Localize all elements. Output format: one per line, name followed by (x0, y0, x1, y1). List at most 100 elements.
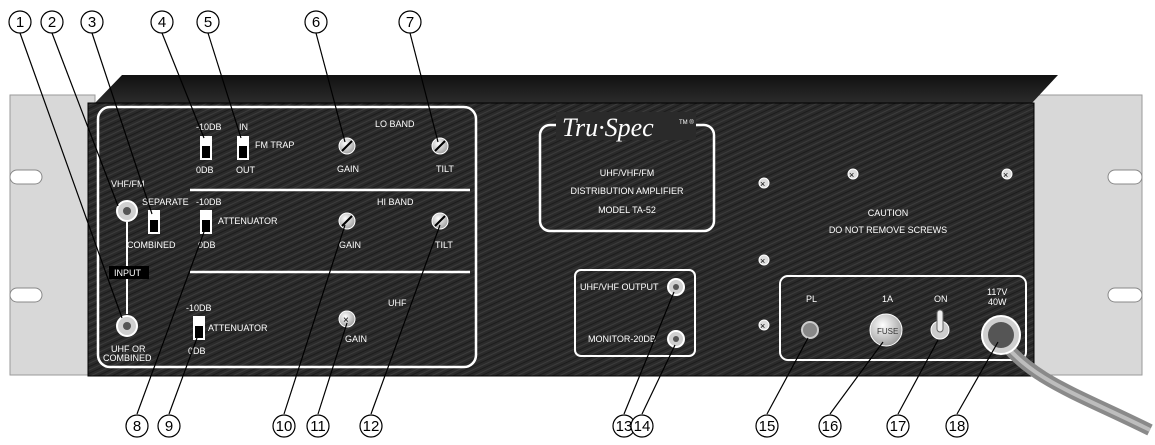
model-line3: MODEL TA-52 (598, 205, 656, 215)
power-cord (981, 315, 1153, 436)
monitor-label: MONITOR-20DB (588, 334, 656, 344)
gain-panel-frame (96, 105, 478, 369)
input-tag (109, 266, 149, 279)
svg-text:13: 13 (616, 418, 633, 435)
lo-trap-bottom: OUT (236, 165, 256, 175)
lo-gain-knob[interactable] (338, 137, 356, 155)
right-rack-ear (1029, 94, 1143, 376)
uhf-or-label: UHF OR (111, 344, 146, 354)
svg-text:×: × (343, 315, 349, 326)
uhf-atten-bottom: 0DB (188, 346, 206, 356)
screw-icon: × (758, 177, 770, 189)
uhf-atten-switch[interactable] (193, 316, 205, 340)
hi-atten-switch[interactable] (200, 210, 212, 234)
uhf-combined-connector[interactable] (116, 315, 138, 337)
svg-text:18: 18 (949, 418, 966, 435)
svg-text:×: × (849, 170, 854, 180)
caution-line2: DO NOT REMOVE SCREWS (829, 225, 947, 235)
brand-mark: TM ® (679, 119, 694, 126)
svg-text:11: 11 (310, 418, 326, 435)
left-rack-ear (9, 94, 96, 376)
fuse-holder[interactable] (869, 313, 903, 347)
hi-gain-knob[interactable] (338, 212, 356, 230)
callout-9: 9 (157, 414, 181, 438)
callout-15: 15 (755, 414, 779, 438)
uhf-gain-knob[interactable]: × (338, 310, 356, 328)
callout-16: 16 (818, 414, 842, 438)
svg-text:9: 9 (165, 418, 173, 435)
pilot-light (801, 321, 819, 339)
svg-text:12: 12 (363, 418, 380, 435)
svg-text:×: × (760, 179, 765, 189)
lo-atten-switch[interactable] (200, 136, 212, 160)
combined2-label: COMBINED (103, 353, 152, 363)
caution-line1: CAUTION (868, 208, 909, 218)
callout-17: 17 (886, 414, 910, 438)
hi-tilt-knob[interactable] (431, 212, 449, 230)
uhf-vhf-output-label: UHF/VHF OUTPUT (580, 282, 659, 292)
svg-text:6: 6 (312, 14, 320, 31)
svg-text:17: 17 (890, 418, 907, 435)
brand-logo: Tru·Spec (562, 113, 654, 142)
hi-atten-bottom: 0DB (198, 240, 216, 250)
svg-text:16: 16 (822, 418, 839, 435)
callout-13: 13 (612, 414, 636, 438)
uhf-atten-label: ATTENUATOR (208, 323, 268, 333)
hi-atten-top: -10DB (196, 197, 222, 207)
brand-backdrop (556, 112, 696, 140)
lo-gain-label: GAIN (337, 164, 359, 174)
callout-6: 6 (304, 10, 328, 34)
callout-7: 7 (398, 10, 422, 34)
hi-band-title: HI BAND (377, 197, 414, 207)
fuse-label: FUSE (877, 327, 898, 336)
model-line2: DISTRIBUTION AMPLIFIER (570, 186, 684, 196)
pl-label: PL (806, 294, 817, 304)
svg-text:14: 14 (634, 418, 651, 435)
svg-text:7: 7 (406, 14, 414, 31)
fm-trap-label: FM TRAP (255, 140, 294, 150)
svg-text:×: × (760, 321, 765, 331)
model-line1: UHF/VHF/FM (600, 168, 655, 178)
vhf-fm-connector[interactable] (116, 200, 138, 222)
lo-atten-bottom: 0DB (196, 165, 214, 175)
monitor-connector[interactable] (667, 330, 685, 348)
voltage-label: 117V (987, 287, 1007, 297)
lo-tilt-knob[interactable] (431, 137, 449, 155)
callout-2: 2 (40, 10, 64, 34)
wattage-label: 40W (988, 297, 1007, 307)
power-box (779, 275, 1027, 361)
vhf-fm-label: VHF/FM (111, 179, 145, 189)
svg-text:×: × (1003, 170, 1008, 180)
callout-8: 8 (125, 414, 149, 438)
callout-10: 10 (272, 414, 296, 438)
chassis-top (95, 75, 1058, 103)
callout-1: 1 (8, 10, 32, 34)
callout-14: 14 (630, 414, 654, 438)
fm-trap-switch[interactable] (237, 136, 249, 160)
lo-tilt-label: TILT (436, 164, 454, 174)
svg-text:8: 8 (133, 418, 141, 435)
svg-text:×: × (760, 256, 765, 266)
svg-text:4: 4 (158, 14, 166, 31)
svg-text:15: 15 (759, 418, 776, 435)
hi-gain-label: GAIN (339, 240, 361, 250)
output-box (574, 269, 696, 357)
lo-band-title: LO BAND (375, 119, 415, 129)
svg-text:1: 1 (16, 14, 24, 31)
uhf-atten-top: -10DB (186, 303, 212, 313)
separate-label: SEPARATE (142, 197, 189, 207)
callout-3: 3 (80, 10, 104, 34)
combined-label: COMBINED (127, 240, 176, 250)
callout-12: 12 (359, 414, 383, 438)
lo-atten-top: -10DB (196, 122, 222, 132)
lo-trap-top: IN (239, 122, 248, 132)
power-toggle-switch[interactable] (930, 309, 950, 340)
uhf-vhf-output-connector[interactable] (667, 278, 685, 296)
svg-text:3: 3 (88, 14, 96, 31)
uhf-title: UHF (388, 298, 407, 308)
screw-icon: × (758, 319, 770, 331)
callout-18: 18 (945, 414, 969, 438)
input-label: INPUT (114, 268, 142, 278)
separate-combined-switch[interactable] (148, 210, 160, 234)
